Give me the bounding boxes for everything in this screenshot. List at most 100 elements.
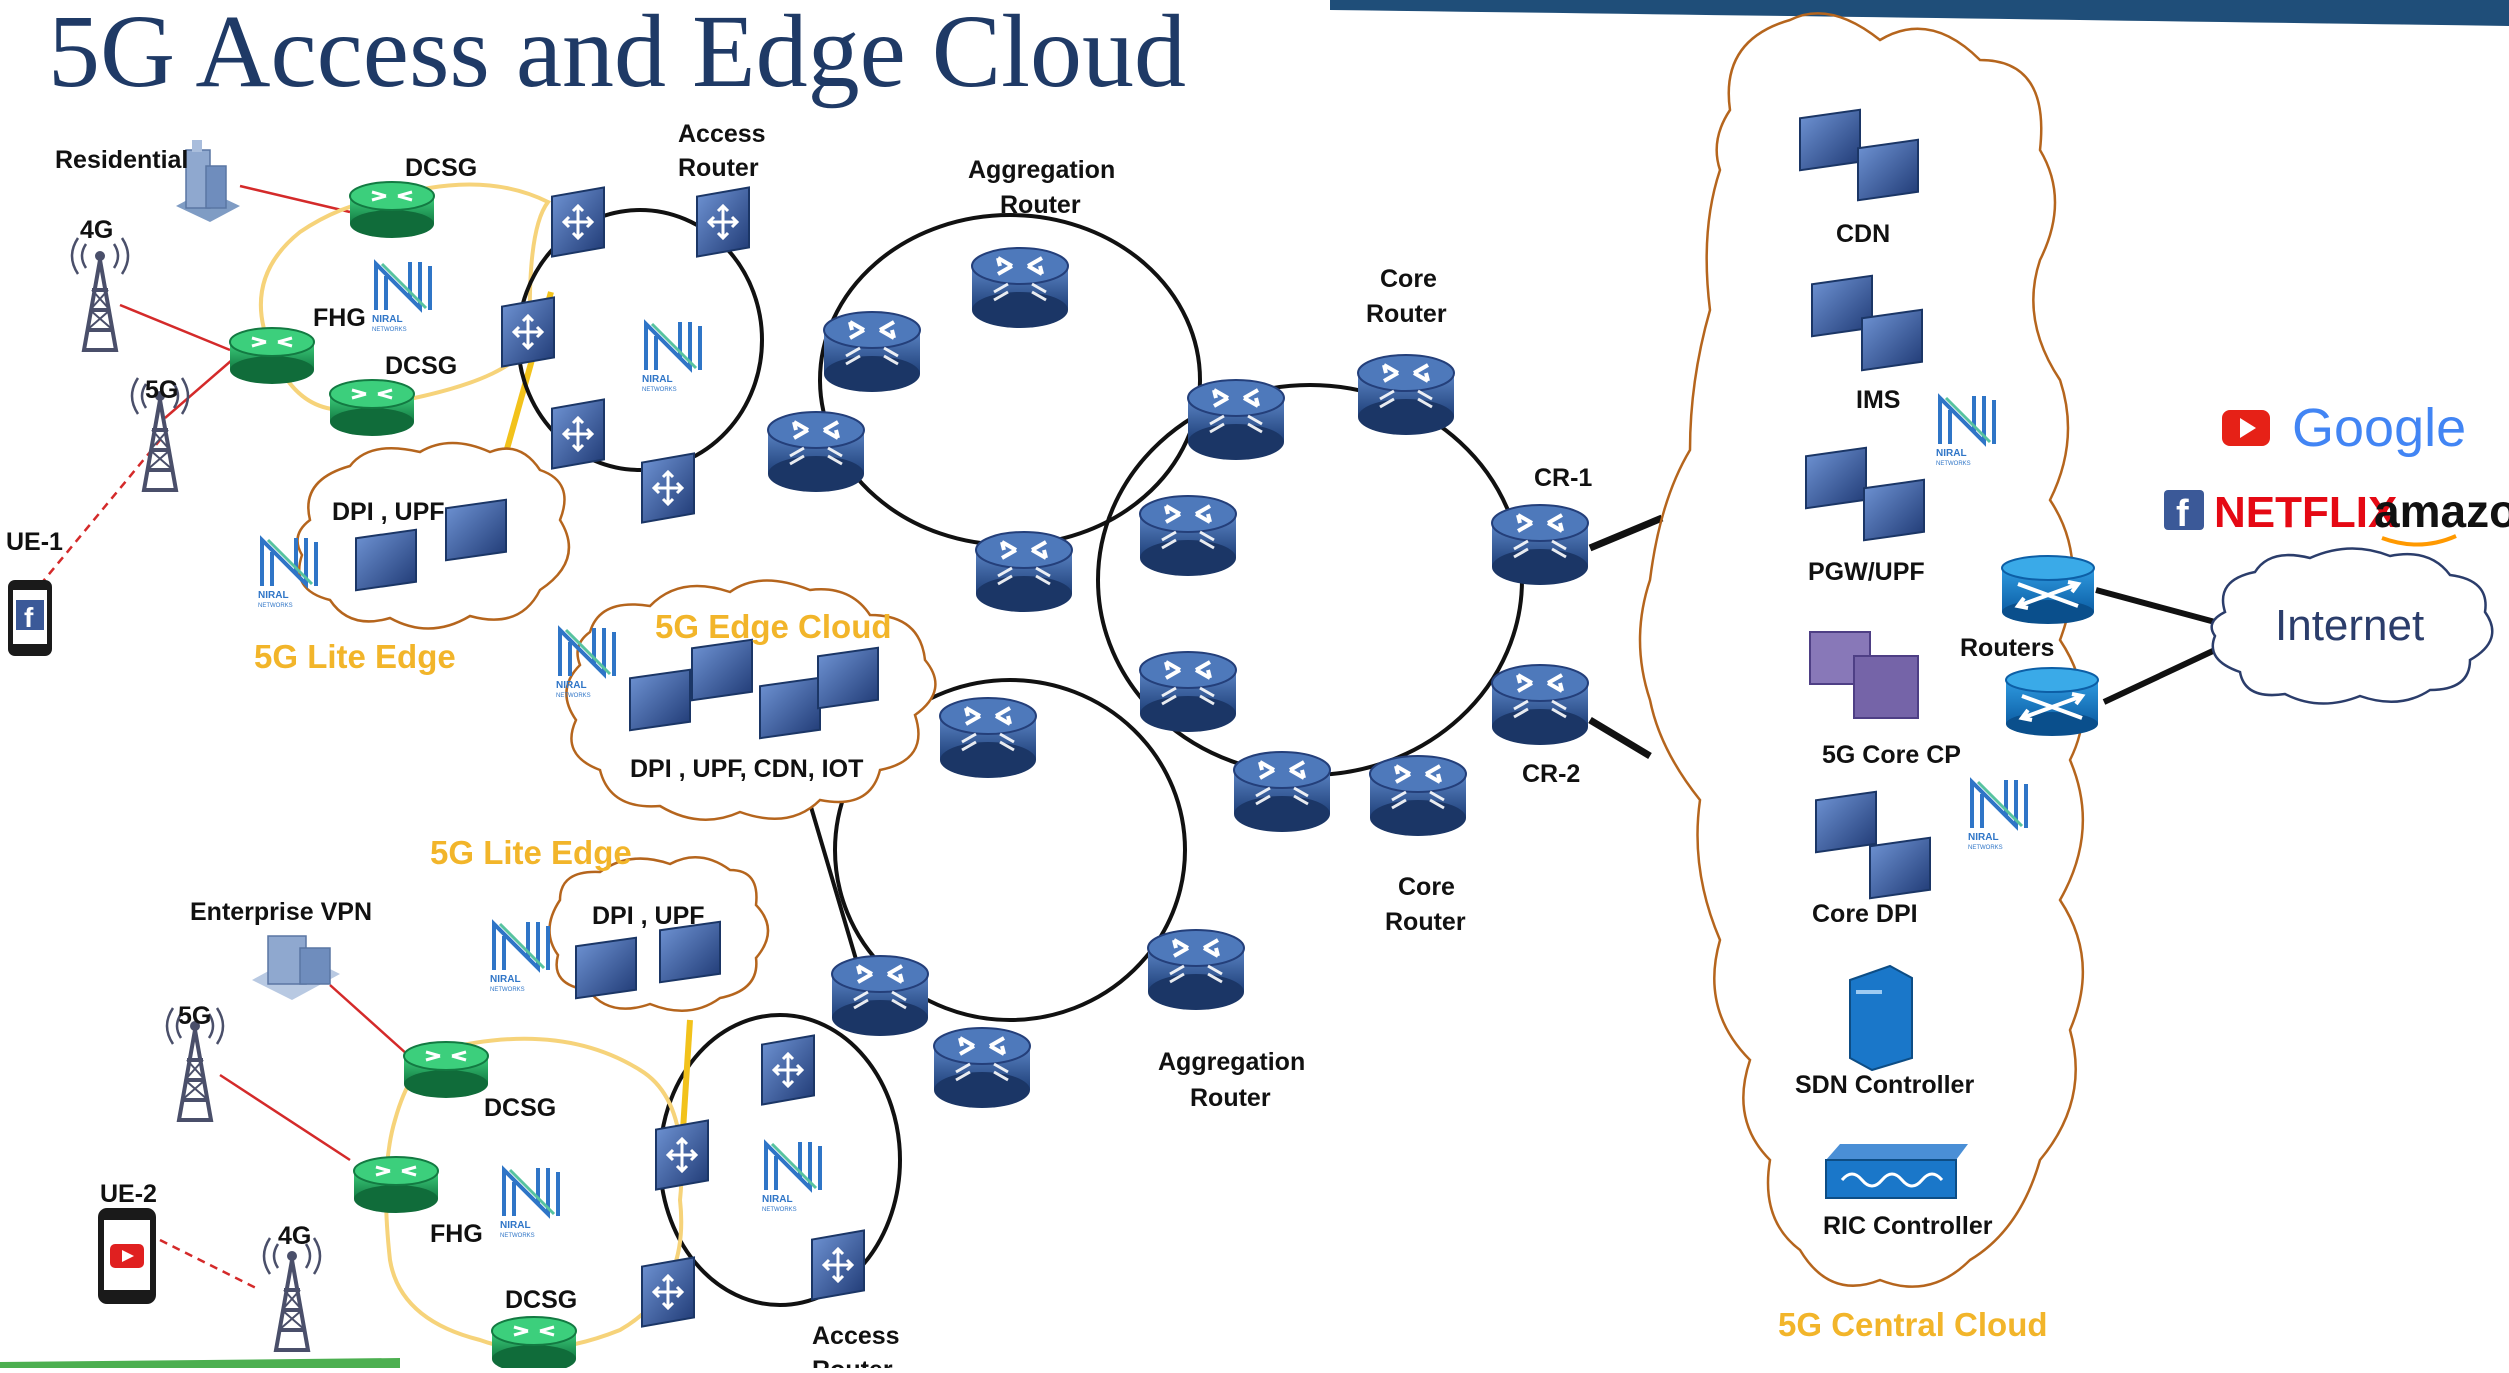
sdn-controller-icon — [1849, 964, 1913, 1072]
edge-cloud-services-label: DPI , UPF, CDN, IOT — [630, 755, 863, 783]
agg-router-top-label-1: Aggregation — [968, 156, 1115, 184]
edge-cloud — [565, 579, 937, 821]
header-banner — [1330, 0, 2509, 26]
cdn-server-icon — [1799, 108, 1919, 202]
pgw-upf-label: PGW/UPF — [1808, 558, 1925, 586]
cyan-router-1[interactable] — [2000, 554, 2096, 626]
yellow-uplink-bottom — [680, 1019, 693, 1131]
router-core-bottom[interactable] — [1368, 754, 1468, 838]
router-agg-4[interactable] — [974, 530, 1074, 614]
fhg-bottom-label: FHG — [430, 1220, 483, 1248]
aggregation-ring-bottom — [833, 678, 1187, 1022]
router-agg-6[interactable] — [830, 954, 930, 1038]
dcsg-router-top[interactable] — [348, 180, 436, 240]
access-router-bottom-label-2: Router — [812, 1356, 893, 1368]
router-core-3[interactable] — [1138, 650, 1238, 734]
pgw-upf-icon — [1805, 446, 1925, 542]
smartphone-icon — [98, 1208, 156, 1304]
agg-router-bottom-label-1: Aggregation — [1158, 1048, 1305, 1076]
svg-text:f: f — [24, 602, 34, 633]
core-router-bottom-label-2: Router — [1385, 908, 1466, 936]
dpi-icon — [691, 638, 753, 702]
access-switch-5[interactable] — [640, 451, 696, 525]
access-router-top-label-2: Router — [678, 154, 759, 182]
amazon-smile — [2381, 534, 2457, 547]
router-cr1[interactable] — [1490, 503, 1590, 587]
dcsg-router-bottom[interactable] — [490, 1315, 578, 1373]
dcsg-router-mid[interactable] — [328, 378, 416, 438]
lite-dpi-upf-top-label: DPI , UPF — [332, 498, 445, 526]
router-agg-2[interactable] — [970, 246, 1070, 330]
dcsg-bottom-mid-label: DCSG — [484, 1094, 556, 1122]
fhg-top-label: FHG — [313, 304, 366, 332]
cr2-label: CR-2 — [1522, 760, 1580, 788]
netflix-logo-text: NETFLIX — [2214, 488, 2397, 537]
ims-label: IMS — [1856, 386, 1900, 414]
page-title: 5G Access and Edge Cloud — [48, 0, 1186, 109]
fhg-router-bottom[interactable] — [352, 1155, 440, 1215]
router-core-4[interactable] — [1232, 750, 1332, 834]
niral-logo-icon — [1966, 778, 2028, 853]
4g-top-label: 4G — [80, 216, 113, 244]
access-switch-4[interactable] — [550, 397, 606, 471]
access-switch-7[interactable] — [654, 1118, 710, 1192]
cyan-router-2[interactable] — [2004, 666, 2100, 738]
5g-bottom-label: 5G — [178, 1002, 211, 1030]
access-switch-1[interactable] — [550, 185, 606, 259]
central-cloud-label: 5G Central Cloud — [1778, 1306, 2048, 1343]
routers-to-internet-links — [2095, 587, 2217, 705]
svg-text:f: f — [2176, 493, 2189, 535]
router-core-top[interactable] — [1356, 353, 1456, 437]
5g-top-label: 5G — [145, 376, 178, 404]
access-switch-9[interactable] — [810, 1228, 866, 1302]
router-agg-5[interactable] — [938, 696, 1038, 780]
residential-label: Residential — [55, 146, 188, 174]
router-agg-7[interactable] — [932, 1026, 1032, 1110]
dpi-icon — [575, 936, 637, 1000]
access-switch-6[interactable] — [760, 1033, 816, 1107]
core-dpi-label: Core DPI — [1812, 900, 1918, 928]
cr1-label: CR-1 — [1534, 464, 1592, 492]
access-links-bottom — [219, 984, 409, 1162]
router-core-1[interactable] — [1186, 378, 1286, 462]
router-cr2[interactable] — [1490, 663, 1590, 747]
access-switch-3[interactable] — [500, 295, 556, 369]
amazon-logo-text: amazon — [2374, 485, 2509, 537]
ue2-radio-link — [159, 1238, 261, 1292]
core-router-bottom-label-1: Core — [1398, 873, 1455, 901]
dcsg-mid-label: DCSG — [385, 352, 457, 380]
fhg-router-top[interactable] — [228, 326, 316, 386]
dcsg-router-bottom-mid[interactable] — [402, 1040, 490, 1100]
router-agg-3[interactable] — [766, 410, 866, 494]
ric-controller-label: RIC Controller — [1823, 1212, 1993, 1240]
core-cp-icon — [1809, 631, 1919, 719]
niral-logo-icon — [256, 536, 318, 611]
core-cp-label: 5G Core CP — [1822, 741, 1961, 769]
access-links-top — [119, 184, 351, 419]
dpi-icon — [355, 528, 417, 592]
agg-router-top-label-2: Router — [1000, 191, 1081, 219]
internet-cloud — [2210, 547, 2494, 705]
ue1-radio-link — [39, 439, 161, 586]
router-core-2[interactable] — [1138, 494, 1238, 578]
router-agg-bottom[interactable] — [1146, 928, 1246, 1012]
router-agg-1[interactable] — [822, 310, 922, 394]
building-icon — [252, 935, 340, 1000]
lite-edge-bottom-label: 5G Lite Edge — [430, 834, 632, 871]
lite-edge-cloud-top — [296, 441, 571, 630]
sdn-controller-label: SDN Controller — [1795, 1071, 1974, 1099]
cell-tower-icon — [70, 236, 130, 352]
4g-bottom-label: 4G — [278, 1222, 311, 1250]
lite-dpi-upf-bottom-label: DPI , UPF — [592, 902, 705, 930]
core-router-top-label-1: Core — [1380, 265, 1437, 293]
internet-label: Internet — [2275, 601, 2424, 650]
niral-logo-icon — [498, 1166, 560, 1241]
access-switch-2[interactable] — [695, 185, 751, 259]
access-switch-8[interactable] — [640, 1255, 696, 1329]
ims-icon — [1811, 274, 1923, 372]
edge-cloud-title: 5G Edge Cloud — [655, 608, 892, 645]
core-to-central-links — [1588, 514, 1664, 760]
dcsg-top-label: DCSG — [405, 154, 477, 182]
